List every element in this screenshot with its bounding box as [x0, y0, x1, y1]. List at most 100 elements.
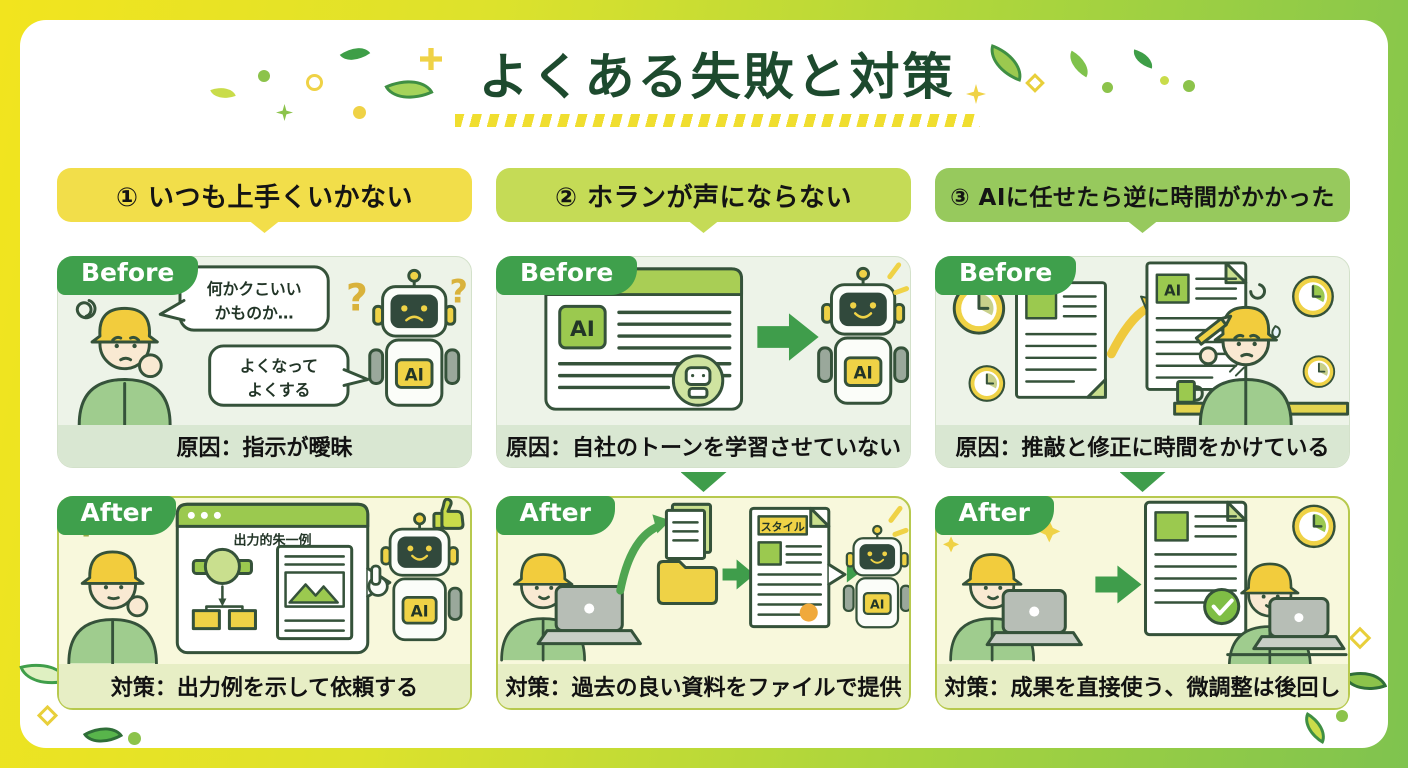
speech-bubble: 何かクこいい かものか…: [158, 265, 330, 332]
sparkle-icon: [943, 536, 960, 553]
document-icon: [664, 502, 713, 560]
dot-icon: [1160, 76, 1169, 85]
after-label: After: [56, 495, 176, 535]
column-3-after-illustration: [937, 498, 1348, 664]
dot-icon: [1183, 80, 1195, 92]
columns: ① いつも上手くいかない Before: [56, 168, 1350, 710]
dot-icon: [353, 106, 366, 119]
column-2-before-caption: 原因：自社のトーンを学習させていない: [497, 425, 910, 467]
svg-text:何かクこいい: 何かクこいい: [207, 280, 302, 299]
robot-icon: AI: [842, 524, 909, 629]
column-1-header: ① いつも上手くいかない: [57, 168, 472, 222]
ring-icon: [306, 74, 323, 91]
mug-icon: [1176, 380, 1204, 404]
svg-text:AI: AI: [405, 365, 424, 385]
column-3-before-illustration: AI: [936, 257, 1349, 425]
folder-icon: [656, 559, 719, 606]
column-3-header: ③ AIに任せたら逆に時間がかかった: [935, 168, 1350, 222]
column-1-after-panel: After ?: [56, 495, 472, 710]
pencil-icon: [1194, 314, 1233, 346]
page-title: よくある失敗と対策: [478, 48, 956, 106]
column-3-before-caption: 原因：推敲と修正に時間をかけている: [936, 425, 1349, 467]
connector: [57, 468, 472, 496]
page-frame: よくある失敗と対策 ① いつも上手くいかない Before: [19, 20, 1388, 754]
column-3: ③ AIに任せたら逆に時間がかかった Before: [934, 168, 1350, 710]
dot-icon: [128, 732, 141, 745]
svg-text:スタイル: スタイル: [761, 520, 805, 533]
column-1-after-illustration: ?: [59, 498, 470, 664]
clock-icon: [1292, 275, 1334, 318]
clock-icon: [1302, 355, 1336, 388]
column-3-before-panel: Before: [935, 256, 1350, 468]
svg-text:よくなって: よくなって: [240, 357, 318, 376]
sparkle-icon: [887, 262, 910, 296]
before-label: Before: [496, 256, 638, 295]
stamp-icon: [799, 603, 818, 622]
checkmark-icon: [1203, 588, 1241, 626]
question-mark-icon: ?: [346, 275, 368, 319]
arrow-down-icon: [1119, 472, 1166, 492]
document-icon: AI: [1145, 261, 1248, 391]
worker-icon: [77, 306, 172, 425]
column-1-after-caption: 対策：出力例を示して依頼する: [59, 664, 470, 708]
column-2-before-panel: Before AI: [496, 256, 911, 468]
svg-text:AI: AI: [853, 363, 872, 383]
thumbs-up-icon: [432, 498, 465, 530]
arrow-right-icon: [757, 313, 819, 361]
after-label: After: [934, 495, 1054, 535]
clock-icon: [1292, 504, 1336, 549]
connector: [496, 468, 911, 496]
worker-icon: [67, 550, 158, 664]
clock-icon: [968, 365, 1006, 402]
diamond-icon: [1348, 626, 1372, 650]
column-1-before-illustration: 何かクこいい かものか… よくなって よくする: [58, 257, 471, 425]
title-underline: [454, 114, 980, 127]
after-label: After: [495, 495, 615, 535]
column-1: ① いつも上手くいかない Before: [56, 168, 472, 710]
column-1-before-caption: 原因：指示が曖昧: [58, 425, 471, 467]
sparkle-icon: [1038, 520, 1061, 543]
svg-text:AI: AI: [1164, 283, 1181, 300]
laptop-icon: [985, 589, 1083, 647]
column-2: ② ホランが声にならない Before: [495, 168, 911, 710]
document-icon: [1015, 281, 1107, 399]
laptop-icon: [536, 585, 642, 646]
document-icon: スタイル: [749, 506, 847, 629]
dot-icon: [1102, 82, 1113, 93]
browser-window-icon: 出力的朱一例: [175, 502, 392, 655]
column-2-header: ② ホランが声にならない: [496, 168, 911, 222]
column-3-after-panel: After: [934, 495, 1350, 710]
svg-text:かものか…: かものか…: [215, 303, 294, 322]
robot-icon: AI: [368, 268, 461, 407]
speech-bubble: よくなって よくする: [208, 344, 370, 407]
column-2-after-caption: 対策：過去の良い資料をファイルで提供: [498, 664, 909, 708]
before-label: Before: [935, 256, 1077, 295]
confusion-squiggle-icon: [75, 299, 97, 320]
arrow-right-icon: [722, 559, 755, 590]
sparkle-icon: [888, 505, 909, 537]
column-3-after-caption: 対策：成果を直接使う、微調整は後回し: [937, 664, 1348, 708]
connector: [935, 468, 1350, 496]
svg-text:AI: AI: [870, 597, 884, 612]
title-block: よくある失敗と対策: [20, 50, 1388, 127]
robot-icon: AI: [367, 512, 463, 642]
arrow-right-icon: [1095, 565, 1142, 604]
svg-text:よくする: よくする: [247, 380, 310, 399]
document-icon: [1144, 500, 1248, 637]
robot-icon: AI: [817, 266, 910, 405]
svg-text:出力的朱一例: 出力的朱一例: [233, 532, 311, 548]
question-mark-icon: ?: [450, 274, 468, 310]
column-2-after-panel: After: [495, 495, 911, 710]
column-1-before-panel: Before: [57, 256, 472, 468]
dot-icon: [258, 70, 270, 82]
leaf-icon: [1297, 711, 1333, 745]
diamond-icon: [36, 704, 59, 727]
leaf-icon: [82, 716, 124, 754]
dot-icon: [1336, 710, 1348, 722]
before-label: Before: [57, 256, 199, 295]
arrow-down-icon: [680, 472, 727, 492]
column-2-after-illustration: スタイル: [498, 498, 909, 664]
worker-icon: [1194, 283, 1293, 425]
svg-text:AI: AI: [570, 317, 595, 342]
laptop-icon: [1252, 597, 1346, 651]
